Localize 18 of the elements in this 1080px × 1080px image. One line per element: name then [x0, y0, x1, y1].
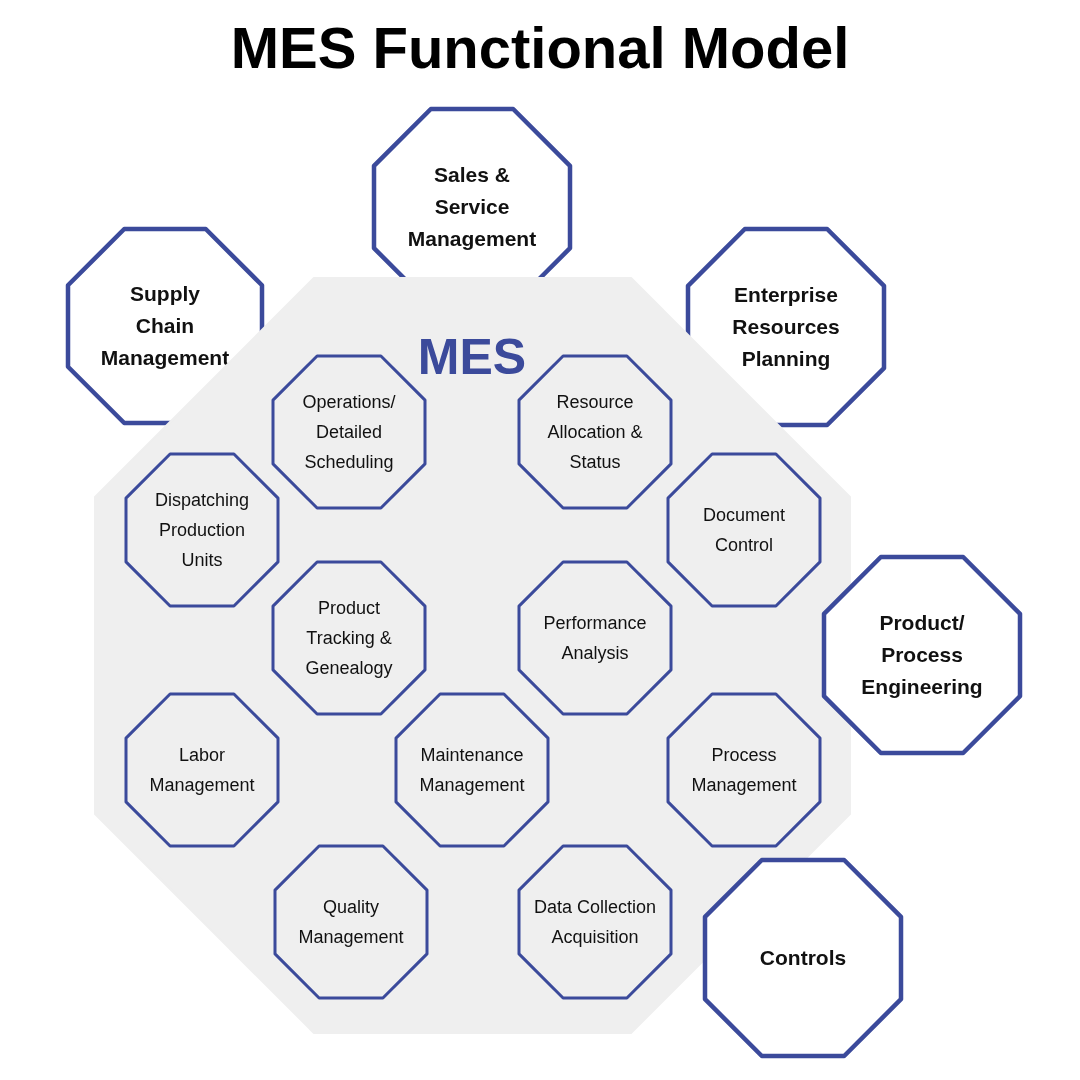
node-label: Data Collection Acquisition [532, 896, 658, 949]
node-label: Product/ Process Engineering [860, 610, 984, 700]
node-label: Dispatching Production Units [153, 489, 251, 572]
diagram-title: MES Functional Model [229, 14, 851, 81]
node-label: Performance Analysis [542, 612, 648, 665]
node-label: Quality Management [297, 896, 405, 949]
node-label: Supply Chain Management [99, 281, 231, 371]
node-label: Enterprise Resources Planning [731, 282, 841, 372]
node-label: Resource Allocation & Status [546, 391, 644, 474]
node-label: Maintenance Management [418, 744, 526, 797]
region-heading: MES [417, 327, 527, 386]
node-label: Process Management [690, 744, 798, 797]
node-label: Document Control [701, 504, 786, 557]
node-label: Labor Management [148, 744, 256, 797]
node-label: Operations/ Detailed Scheduling [301, 391, 397, 474]
node-label: Controls [758, 945, 848, 971]
node-label: Product Tracking & Genealogy [304, 597, 394, 680]
node-label: Sales & Service Management [406, 162, 538, 252]
